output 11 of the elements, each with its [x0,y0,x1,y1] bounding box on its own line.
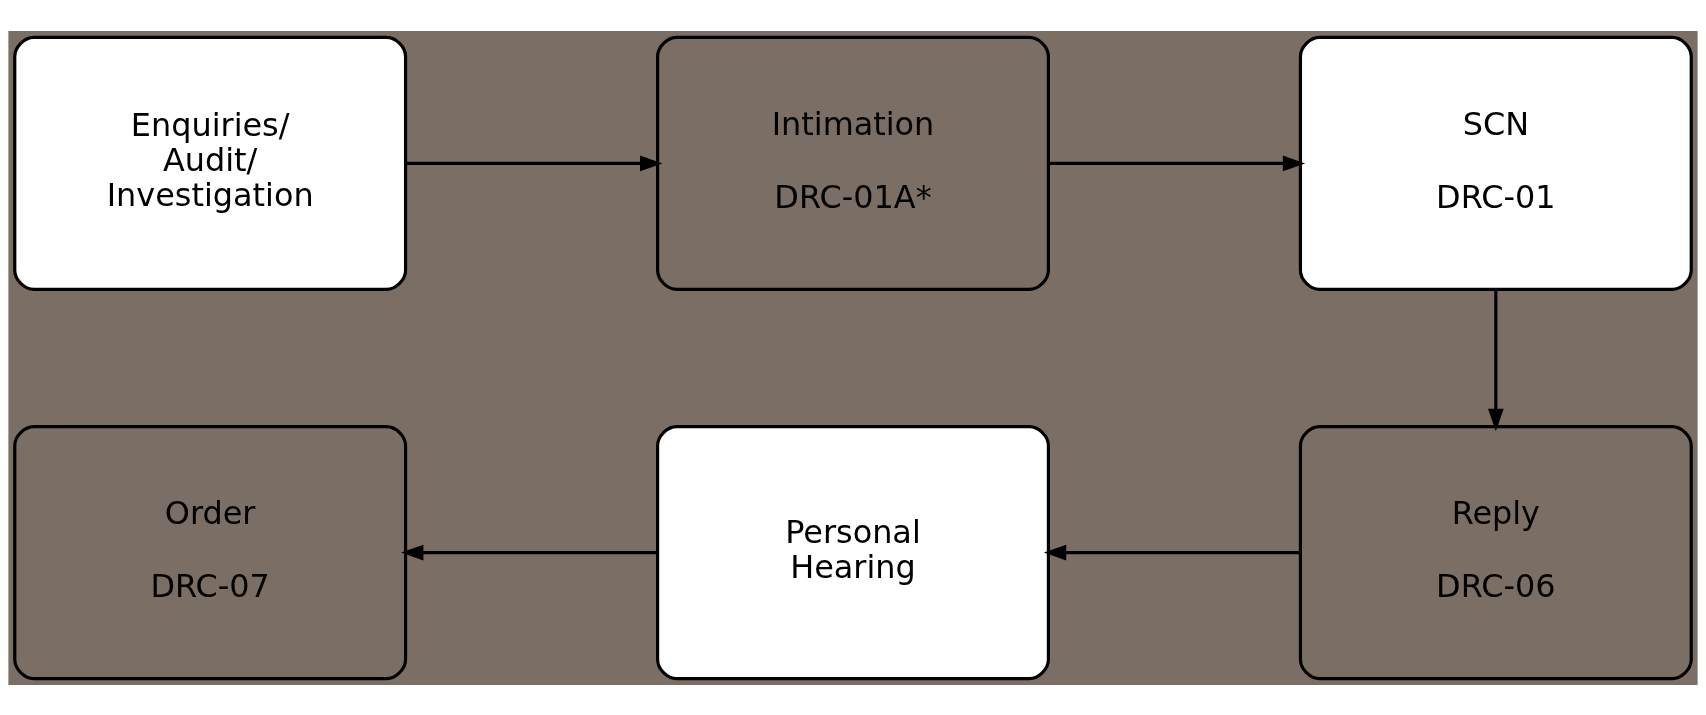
arrow [401,544,658,560]
node-box: Reply DRC-06 [1298,424,1693,680]
node-box: Enquiries/ Audit/ Investigation [13,35,408,291]
node-box: Order DRC-07 [13,424,408,680]
arrow [1048,155,1306,171]
node-box: Intimation DRC-01A* [656,35,1050,291]
node-box: Personal Hearing [656,424,1050,680]
arrow [405,155,663,171]
arrow [1043,544,1301,560]
arrow [1488,289,1504,431]
node-box: SCN DRC-01 [1298,35,1693,291]
